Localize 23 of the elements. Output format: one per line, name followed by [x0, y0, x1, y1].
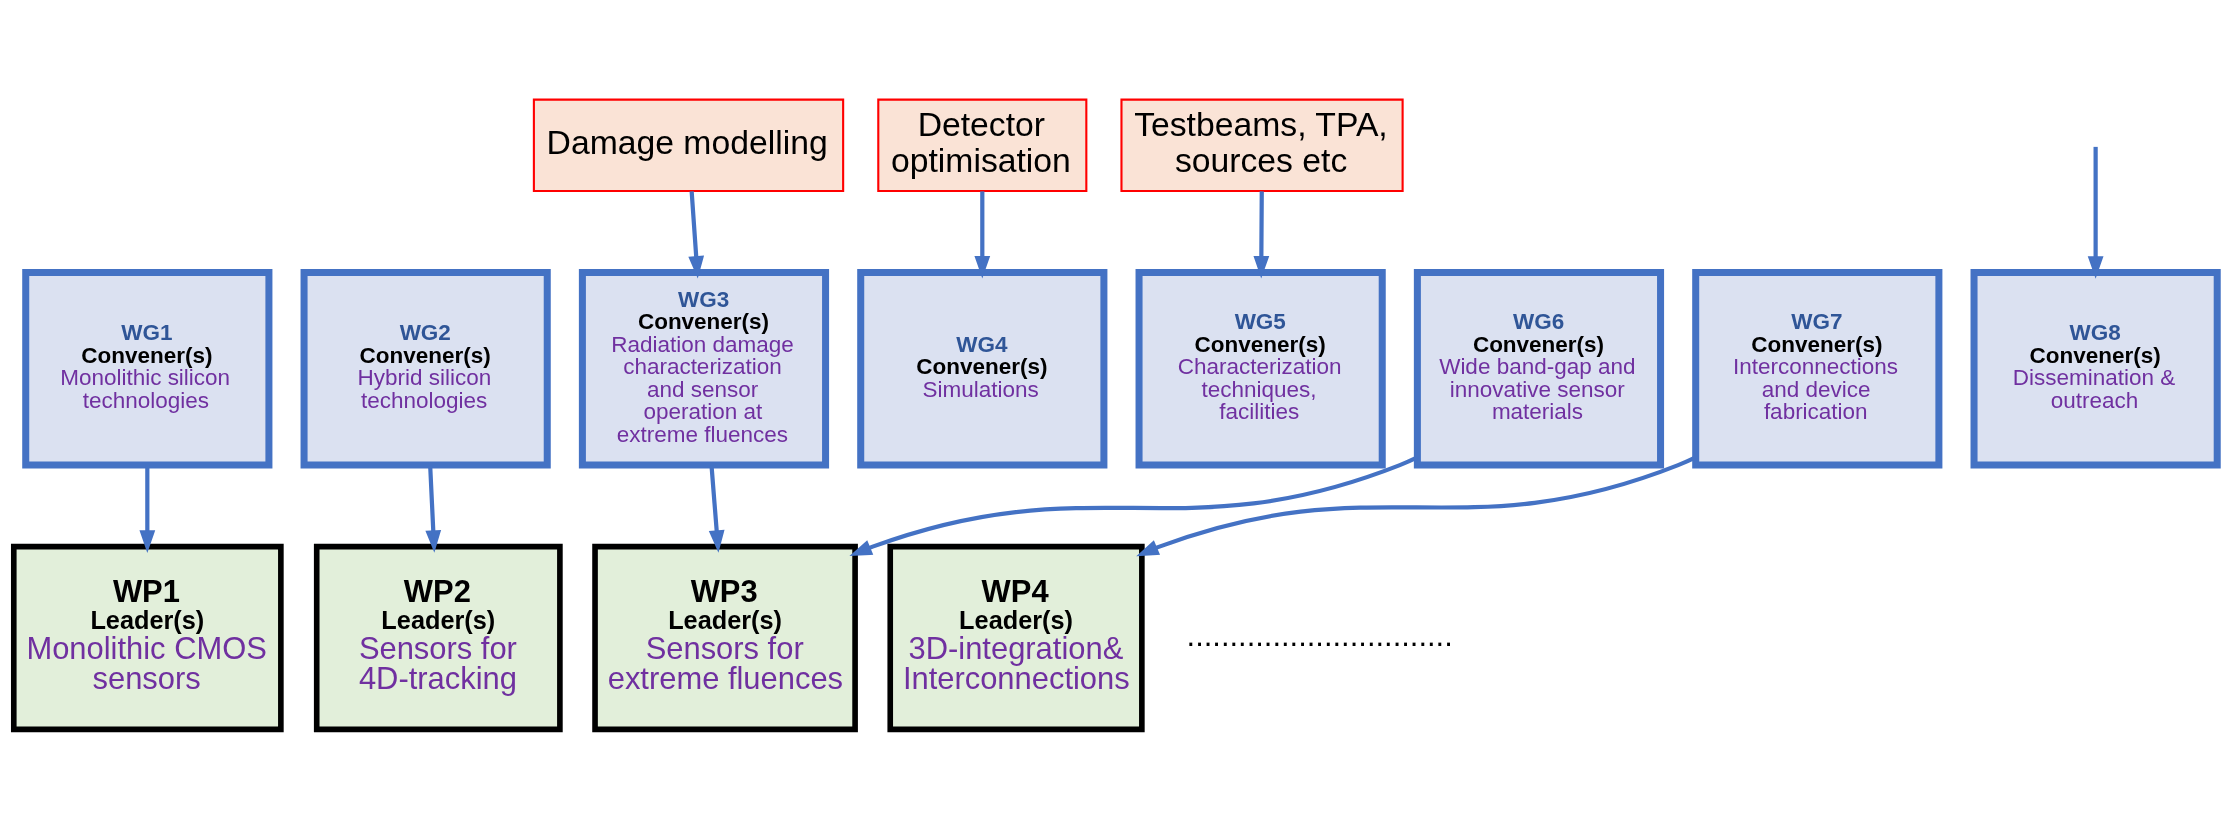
node-box: Testbeams, TPA, sources etc	[1120, 98, 1404, 193]
node-box: Detector optimisation	[877, 98, 1088, 193]
arrow	[425, 465, 442, 553]
node-box: WG7 Convener(s) Interconnections and device fabrication	[1692, 269, 1943, 469]
node-box: WG6 Convener(s) Wide band-gap and innovative sensor materials	[1413, 269, 1665, 469]
node-box: WP1 Leader(s) Monolithic CMOS sensors	[10, 543, 284, 733]
arrow	[1253, 191, 1270, 279]
node-box: WG4 Convener(s) Simulations	[857, 269, 1108, 469]
node-box: WG1 Convener(s) Monolithic silicon technologies	[22, 269, 273, 469]
arrow	[708, 465, 725, 553]
node-box: WG2 Convener(s) Hybrid silicon technologies	[300, 269, 551, 469]
node-box: WG8 Convener(s) Dissemination & outreach	[1970, 269, 2221, 469]
arrow	[974, 191, 991, 279]
node-box: WG3 Convener(s) Radiation damage characterization and sensor operation at extreme fluences	[578, 269, 830, 469]
label: ...............................	[1186, 617, 1453, 653]
node-box: WP4 Leader(s) 3D-integration& Interconnections	[887, 543, 1145, 733]
arrow	[2087, 146, 2104, 279]
arrow	[688, 191, 705, 279]
node-box: WP3 Leader(s) Sensors for extreme fluences	[592, 543, 858, 733]
node-box: WG5 Convener(s) Characterization techniques, facilities	[1135, 269, 1386, 469]
arrow	[139, 465, 156, 553]
node-box: WP2 Leader(s) Sensors for 4D-tracking	[313, 543, 563, 733]
node-box: Damage modelling	[532, 98, 845, 193]
